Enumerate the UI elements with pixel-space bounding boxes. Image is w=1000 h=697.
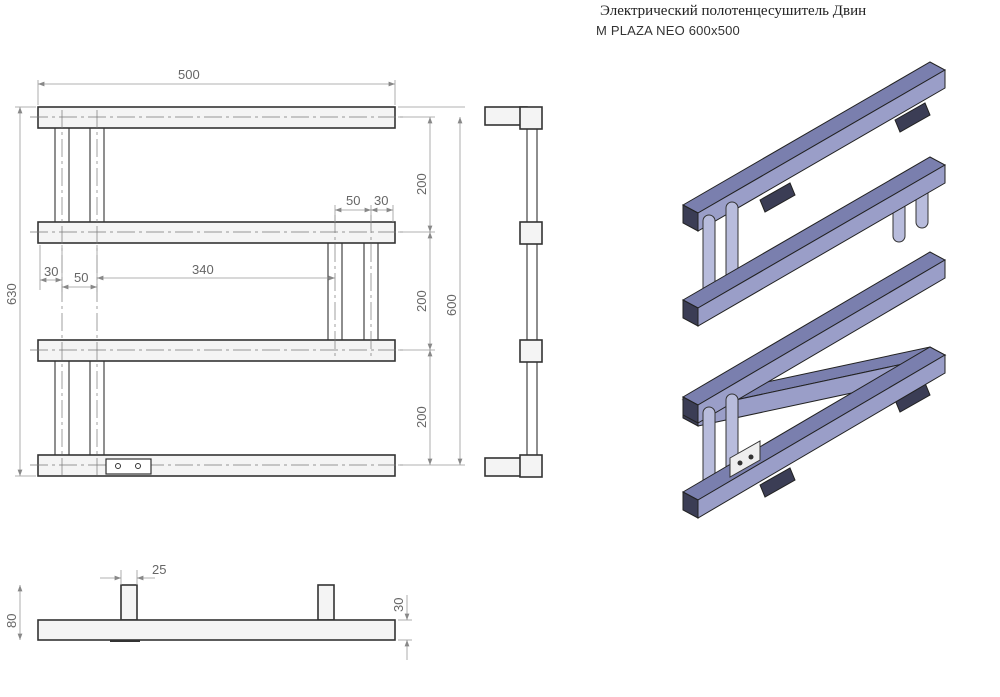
dim-spacing-2: 200 bbox=[414, 290, 429, 312]
dim-right-offset-b: 30 bbox=[374, 193, 388, 208]
bottom-view: 25 80 30 bbox=[4, 562, 412, 660]
bar-2 bbox=[37, 221, 396, 244]
dim-bar-height: 30 bbox=[391, 598, 406, 612]
dim-width: 500 bbox=[178, 67, 200, 82]
bar-4 bbox=[37, 454, 396, 477]
dim-spacing-1: 200 bbox=[414, 173, 429, 195]
dim-depth: 80 bbox=[4, 614, 19, 628]
dim-right-offset-a: 50 bbox=[346, 193, 360, 208]
dim-left-offset-a: 30 bbox=[44, 264, 58, 279]
iso-bracket bbox=[729, 440, 761, 478]
dim-pipe-gap: 340 bbox=[192, 262, 214, 277]
right-middle-pipes bbox=[327, 243, 379, 340]
dim-post-width: 25 bbox=[152, 562, 166, 577]
isometric-view bbox=[681, 61, 947, 519]
left-upper-pipes bbox=[54, 128, 105, 222]
bar-1 bbox=[37, 106, 396, 129]
model-name: M PLAZA NEO 600x500 bbox=[596, 23, 740, 38]
dim-axis-height: 600 bbox=[444, 294, 459, 316]
drawing-title: Электрический полотенцесушитель Двин bbox=[600, 3, 867, 19]
mounting-bracket bbox=[105, 458, 152, 475]
dim-total-height: 630 bbox=[4, 283, 19, 305]
front-view: 500 200 200 200 600 630 50 30 30 50 340 bbox=[4, 67, 465, 477]
bar-3 bbox=[37, 339, 396, 362]
dim-left-offset-b: 50 bbox=[74, 270, 88, 285]
left-lower-pipes bbox=[54, 360, 105, 455]
side-view bbox=[484, 106, 543, 478]
dim-spacing-3: 200 bbox=[414, 406, 429, 428]
